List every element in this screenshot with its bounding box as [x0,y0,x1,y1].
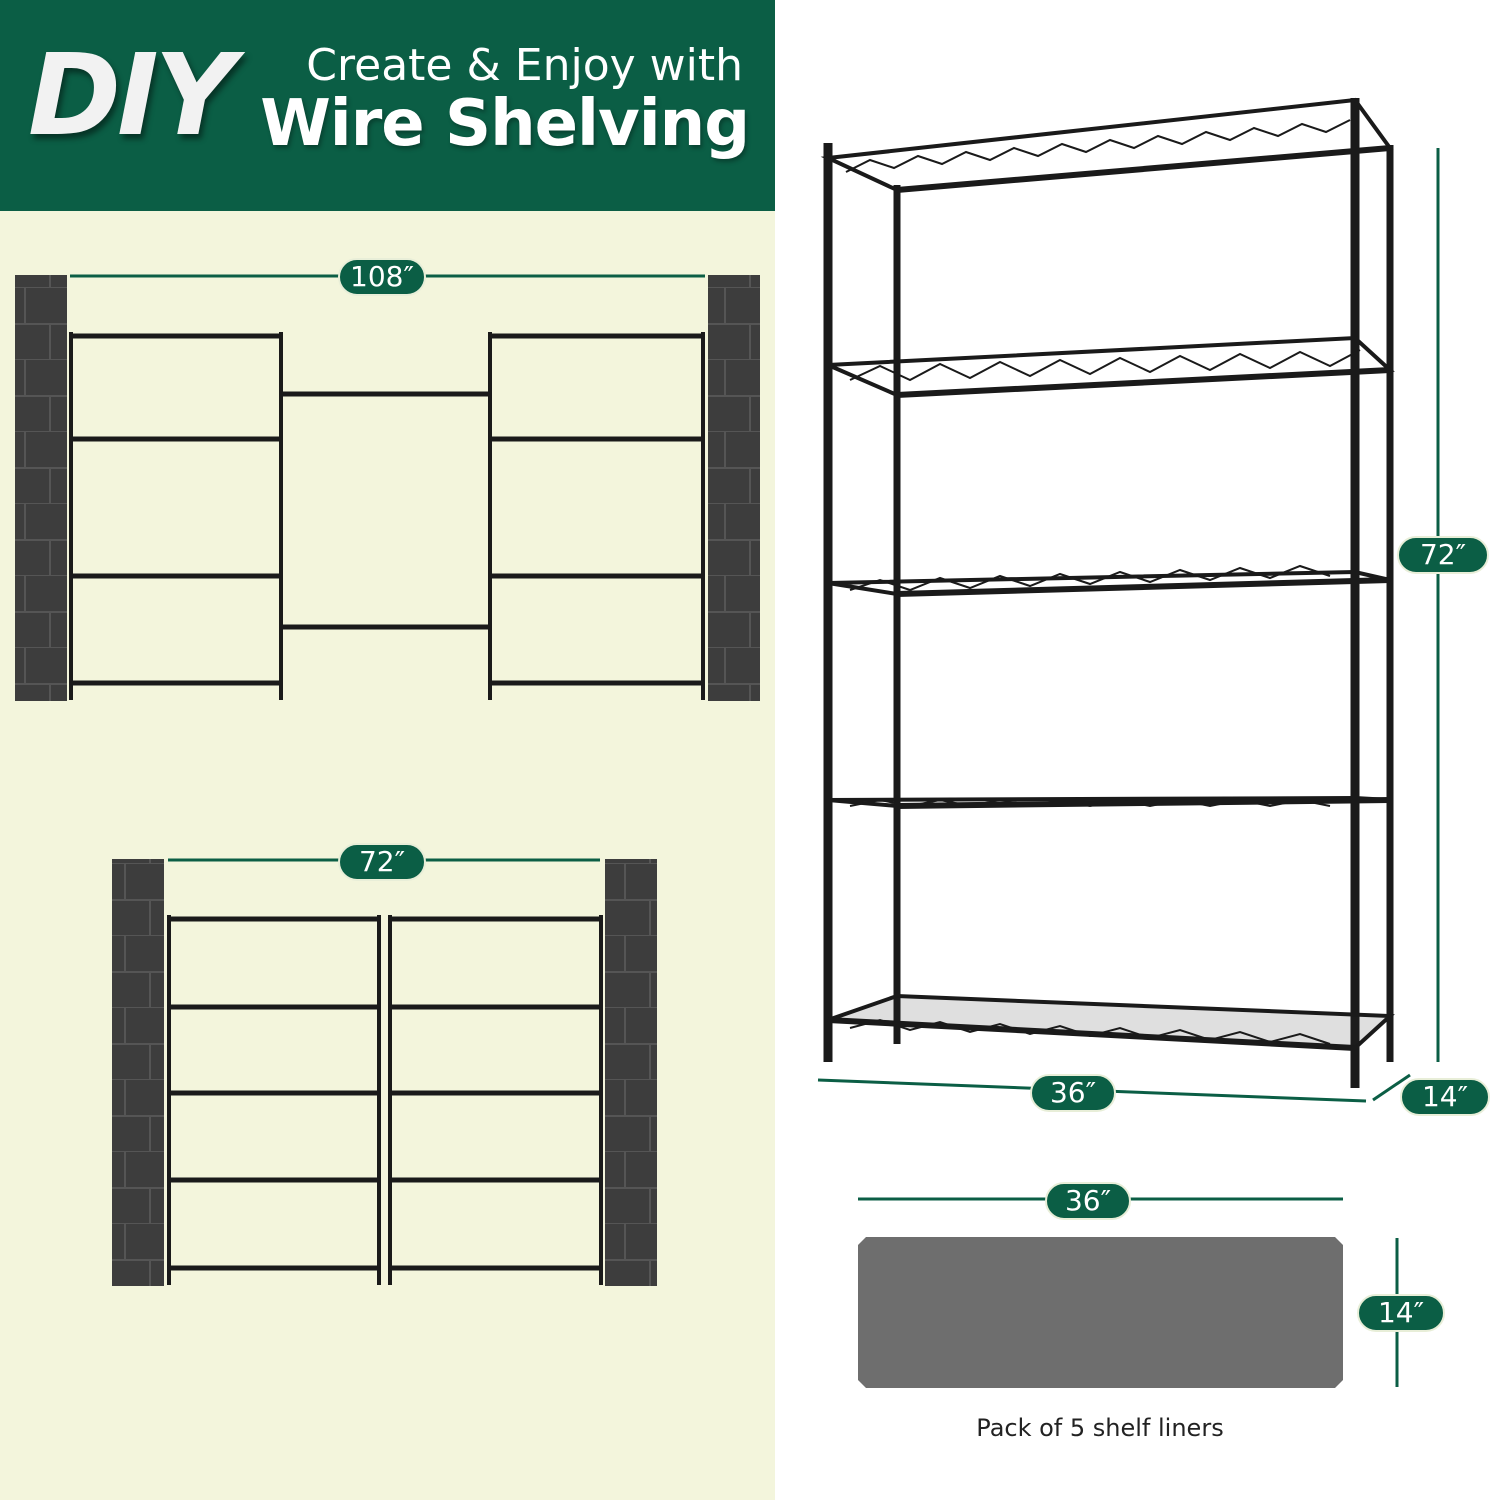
shelf-liner [858,1237,1343,1388]
rack-unit-b [388,915,603,1285]
header-title: Wire Shelving [260,87,750,161]
config-108-diagram [15,274,760,701]
shelf-tier [820,97,1394,193]
width-badge-36: 36″ [1030,1074,1116,1112]
rack-unit-left [69,332,283,700]
brick-wall-left [15,275,67,701]
rack-unit-a [167,915,381,1285]
rack-unit-middle [281,391,490,630]
brick-wall-right-2 [605,859,657,1286]
shelf-liner-diagram [858,1197,1399,1388]
header-subtitle: Create & Enjoy with [306,40,743,91]
shelf-tier [827,993,1395,1051]
shelf-tier [827,564,1391,597]
shelf-tier [827,335,1395,398]
rack-unit-right [488,332,705,700]
dimension-badge-72-config: 72″ [338,843,426,881]
liner-width-badge-36: 36″ [1045,1182,1131,1220]
diy-logo: DIY [28,31,236,161]
liner-depth-badge-14: 14″ [1357,1294,1445,1332]
brick-wall-left-2 [112,859,164,1286]
single-shelf-unit [817,97,1440,1103]
dimension-badge-108: 108″ [338,258,426,296]
config-72-diagram [112,858,657,1286]
brick-wall-right [708,275,760,701]
depth-dimension-line [1372,1073,1411,1102]
depth-badge-14: 14″ [1400,1078,1490,1116]
height-badge-72: 72″ [1397,536,1489,574]
shelf-tier [827,795,1391,809]
shelf-liner-caption: Pack of 5 shelf liners [976,1414,1224,1442]
header-banner: DIY Create & Enjoy with Wire Shelving [0,0,775,211]
